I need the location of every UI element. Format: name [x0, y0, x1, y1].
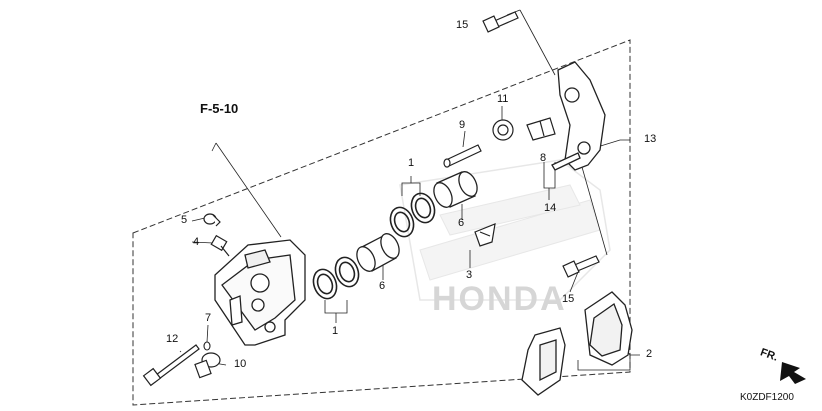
bleed-screw — [210, 234, 230, 257]
upper-piston — [433, 171, 478, 208]
callout-15-top: 15 — [456, 19, 469, 31]
callout-1-upper: 1 — [408, 157, 415, 169]
lower-piston — [356, 233, 400, 272]
reference-label: F-5-10 — [200, 101, 239, 116]
upper-seals — [389, 192, 436, 238]
bracket-bolt-mid — [562, 255, 600, 278]
callout-8: 8 — [540, 152, 547, 164]
boot — [492, 119, 514, 141]
callout-6-upper: 6 — [458, 217, 465, 229]
callout-14: 14 — [544, 202, 557, 214]
plug — [194, 352, 221, 379]
lower-seals — [312, 256, 360, 300]
honda-wing-watermark — [399, 159, 611, 301]
callout-11: 11 — [497, 93, 509, 105]
callout-4: 4 — [193, 236, 200, 248]
slide-pin — [443, 144, 482, 168]
callout-2: 2 — [646, 348, 653, 360]
callout-10: 10 — [234, 358, 247, 370]
pad-retainer — [526, 117, 556, 141]
callout-12: 12 — [166, 333, 179, 345]
callout-6-lower: 6 — [379, 280, 386, 292]
callout-13: 13 — [644, 133, 657, 145]
callout-15-mid: 15 — [562, 293, 575, 305]
brake-pads — [521, 291, 633, 396]
callout-7: 7 — [205, 312, 212, 324]
callout-9: 9 — [459, 119, 466, 131]
bracket-bolt-top — [482, 11, 519, 33]
callout-3: 3 — [466, 269, 473, 281]
diagram-code: K0ZDF1200 — [740, 392, 794, 403]
caliper-body — [214, 239, 306, 346]
pin-bolt — [142, 344, 200, 387]
front-direction-arrow — [780, 362, 806, 384]
pad-spring — [474, 223, 496, 247]
assembly-outline — [132, 39, 631, 406]
pin-boot-ring — [203, 341, 211, 351]
caliper-bracket — [551, 61, 606, 171]
honda-watermark-text: HONDA — [432, 280, 567, 318]
bleed-cap — [203, 213, 221, 227]
callout-5: 5 — [181, 214, 188, 226]
callout-1-lower: 1 — [332, 325, 339, 337]
